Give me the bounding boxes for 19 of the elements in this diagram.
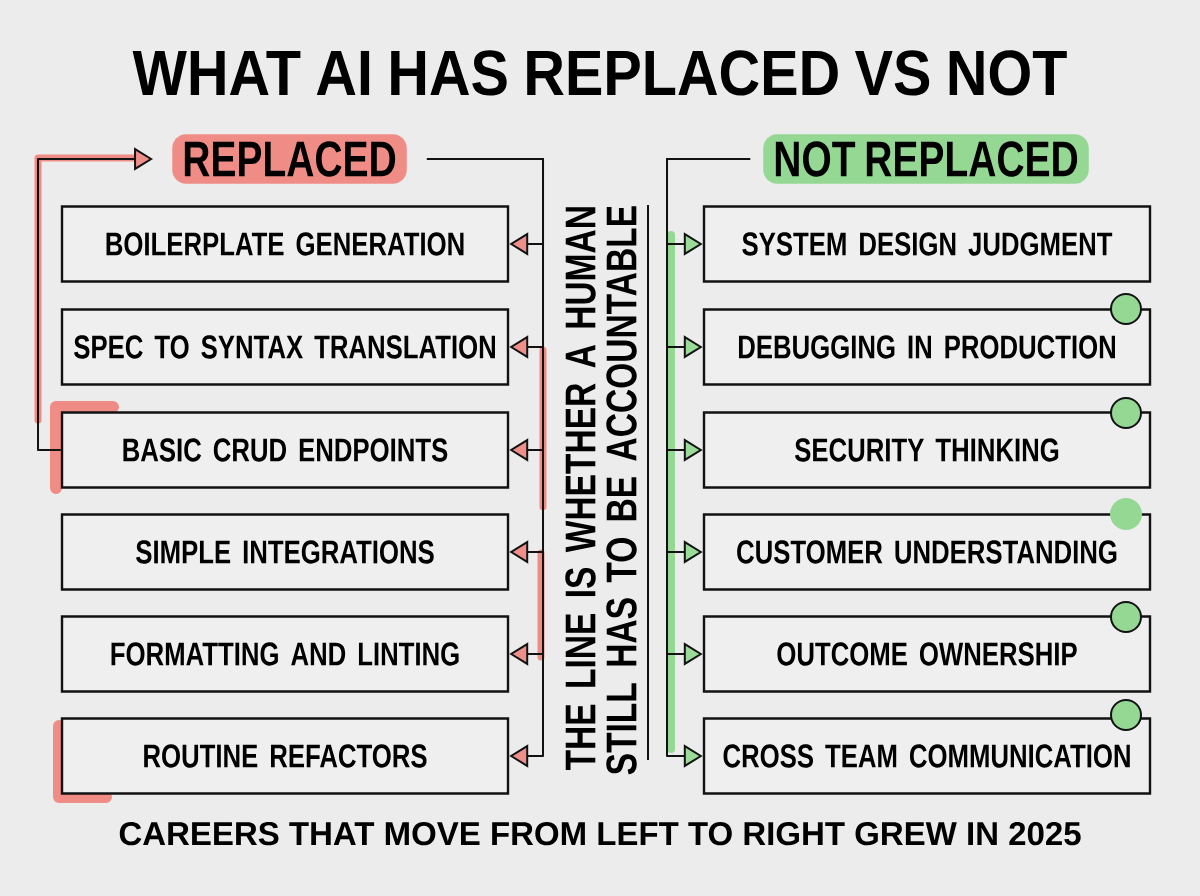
item-box: SPEC TO SYNTAX TRANSLATION <box>60 308 510 386</box>
title: WHAT AI HAS REPLACED VS NOT <box>132 50 1067 96</box>
item-box: SECURITY THINKING <box>702 411 1152 489</box>
item-box: BASIC CRUD ENDPOINTS <box>60 411 510 489</box>
highlighted-heading: REPLACED <box>172 134 407 184</box>
item-box: CROSS TEAM COMMUNICATION <box>702 717 1152 795</box>
connector-arrow <box>37 147 153 451</box>
connector-arrow <box>425 158 544 768</box>
item-box: SIMPLE INTEGRATIONS <box>60 513 510 591</box>
rotated-text: THE LINE IS WHETHER A HUMAN STILL HAS TO BE ACCOUNTABLE <box>565 206 637 775</box>
item-box: DEBUGGING IN PRODUCTION <box>702 308 1152 386</box>
item-box: OUTCOME OWNERSHIP <box>702 615 1152 693</box>
item-box: CUSTOMER UNDERSTANDING <box>702 513 1152 591</box>
item-box: SYSTEM DESIGN JUDGMENT <box>702 205 1152 283</box>
highlighted-heading: NOT REPLACED <box>763 134 1089 184</box>
item-box: FORMATTING AND LINTING <box>60 615 510 693</box>
caption: CAREERS THAT MOVE FROM LEFT TO RIGHT GREW IN 2025 <box>119 821 1081 846</box>
item-box: BOILERPLATE GENERATION <box>60 205 510 283</box>
item-box: ROUTINE REFACTORS <box>60 717 510 795</box>
